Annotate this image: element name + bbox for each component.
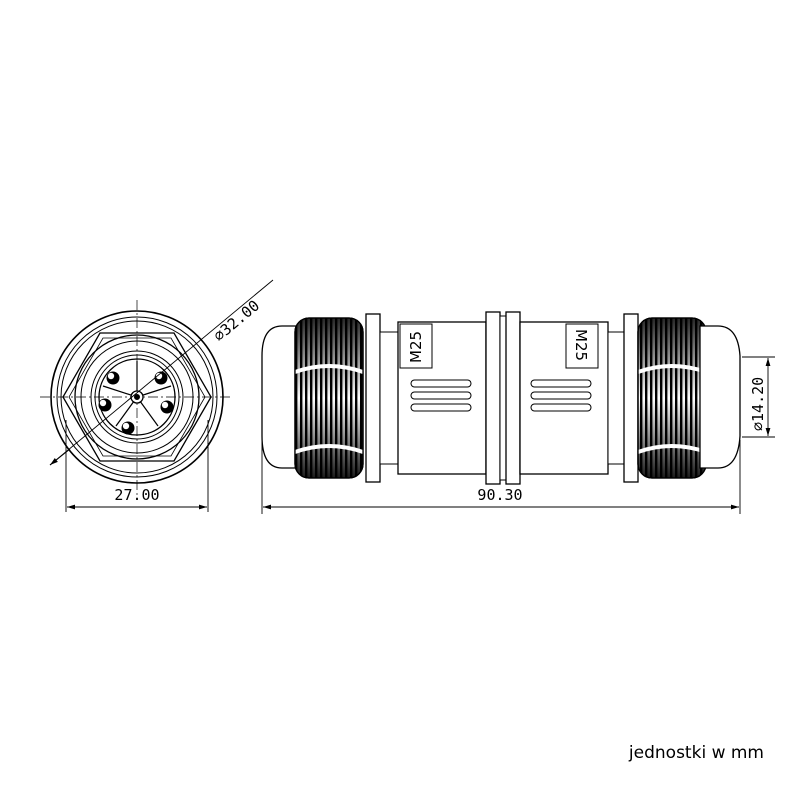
dim-diameter-label: ⌀32.00 — [210, 296, 263, 345]
front-view — [40, 300, 230, 495]
dim-length-label: 90.30 — [477, 486, 522, 504]
dim-width-label: 27.00 — [114, 486, 159, 504]
length-dimension — [261, 440, 741, 514]
thread-label-right: M25 — [572, 329, 590, 361]
cable-diameter-dimension — [742, 356, 775, 438]
thread-label-left: M25 — [407, 331, 425, 363]
units-note: jednostki w mm — [628, 743, 764, 763]
width-dimension — [65, 420, 209, 512]
side-view — [261, 311, 741, 485]
dim-cable-label: ⌀14.20 — [749, 377, 767, 431]
diameter-leader — [49, 279, 274, 466]
